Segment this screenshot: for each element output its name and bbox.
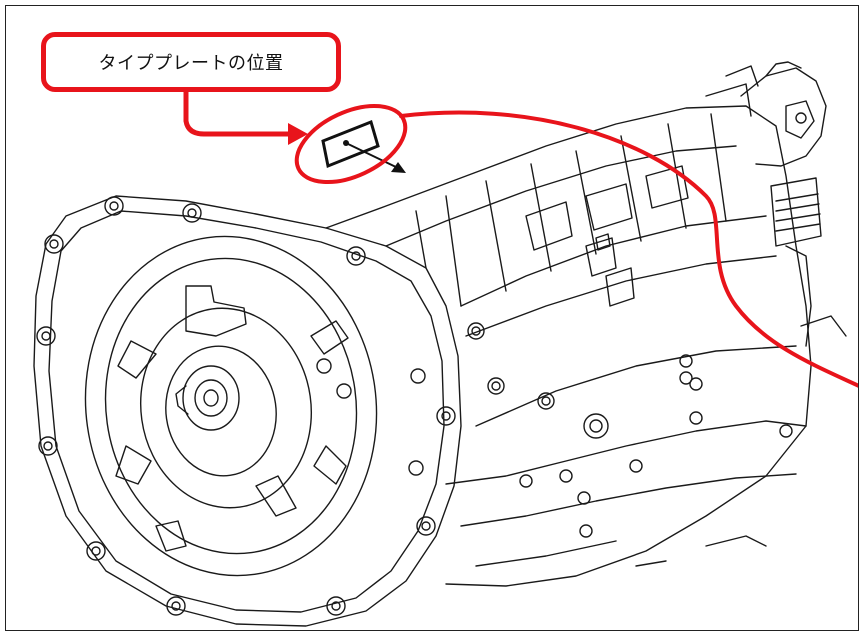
transmission-drawing xyxy=(33,61,858,627)
callout-arrow xyxy=(183,88,308,145)
bell-housing xyxy=(33,195,462,627)
callout-box: タイププレートの位置 xyxy=(41,32,341,92)
output-flange xyxy=(740,67,827,167)
leader-line xyxy=(399,110,858,388)
torque-converter xyxy=(84,235,378,577)
diagram-frame: タイププレートの位置 xyxy=(5,5,859,631)
type-plate-icon xyxy=(321,119,380,169)
arrow-icon xyxy=(345,142,406,173)
input-shaft xyxy=(182,365,240,431)
highlight-ellipse xyxy=(294,104,408,184)
callout-label: タイププレートの位置 xyxy=(98,53,284,74)
transmission-case xyxy=(325,105,812,587)
